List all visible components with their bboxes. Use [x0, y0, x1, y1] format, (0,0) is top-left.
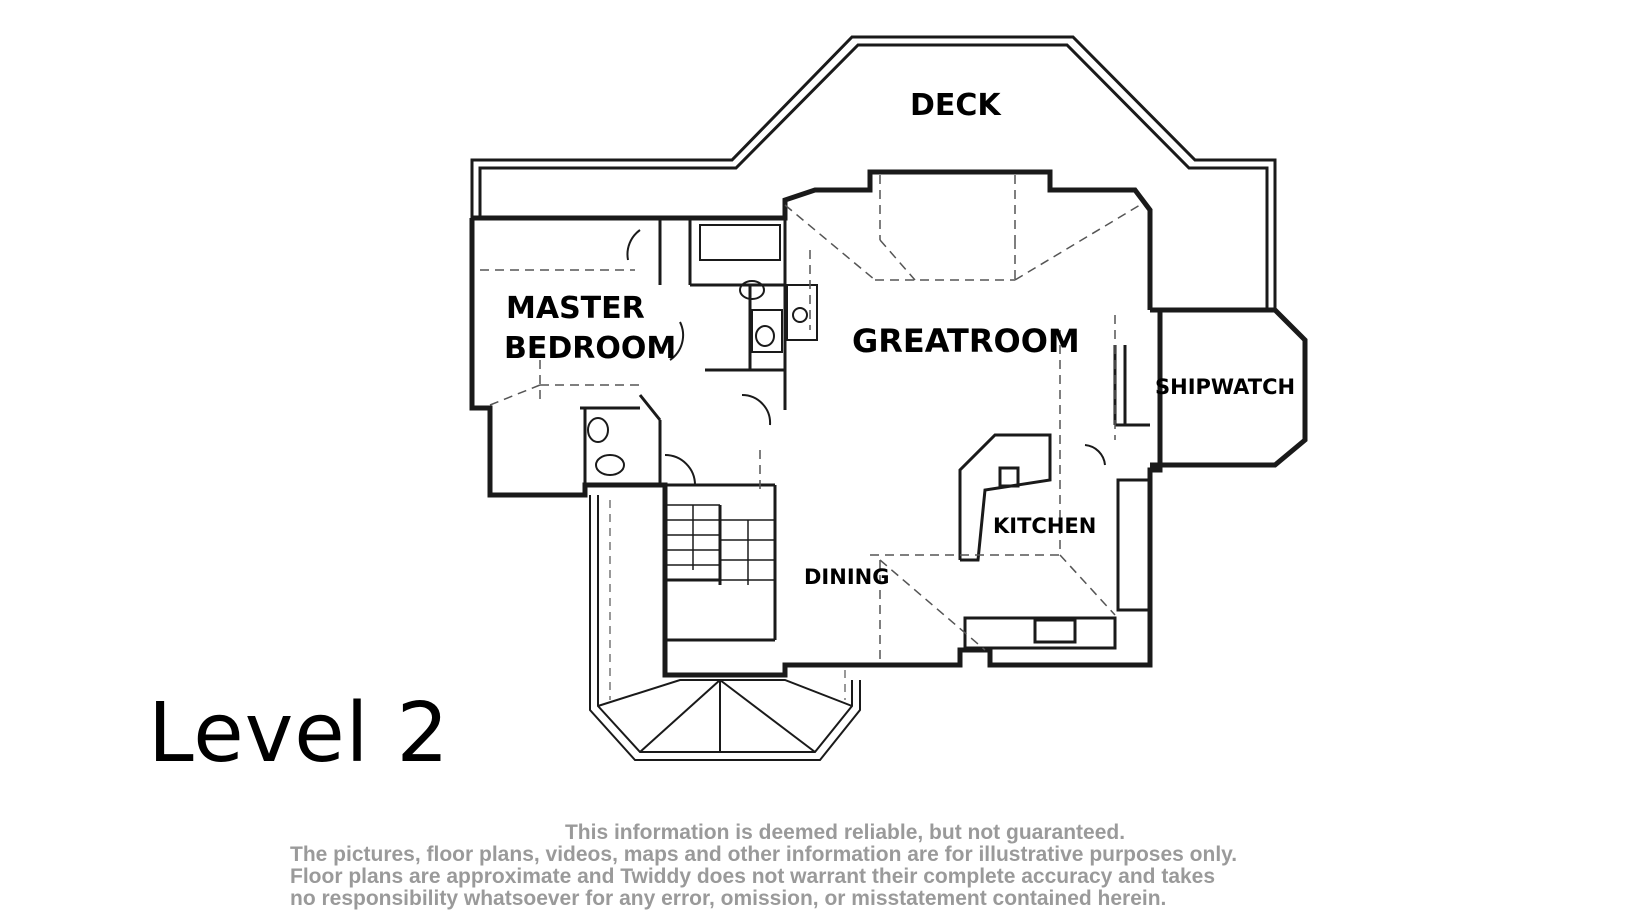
disclaimer-line-3: Floor plans are approximate and Twiddy d…: [290, 865, 1216, 888]
front-porch: [589, 495, 861, 761]
deck-outline: [470, 35, 1277, 310]
room-label-master-line1: MASTER: [506, 291, 645, 326]
bath-fixtures: [587, 224, 1106, 486]
room-label-deck: DECK: [910, 88, 1002, 123]
disclaimer-line-2: The pictures, floor plans, videos, maps …: [290, 843, 1238, 866]
room-label-greatroom: GREATROOM: [852, 322, 1080, 360]
room-label-master-line2: BEDROOM: [504, 331, 676, 366]
disclaimer-line-4: no responsibility whatsoever for any err…: [290, 887, 1167, 910]
room-label-kitchen: KITCHEN: [993, 514, 1096, 538]
disclaimer-line-1: This information is deemed reliable, but…: [564, 821, 1126, 844]
kitchen-island: [958, 433, 1152, 650]
exterior-walls: [469, 169, 1308, 678]
level-label: Level 2: [148, 686, 450, 781]
dashed-lines: [480, 175, 1141, 665]
staircase: [665, 504, 775, 585]
room-label-shipwatch: SHIPWATCH: [1155, 375, 1295, 399]
room-label-dining: DINING: [804, 565, 889, 589]
disclaimer: This information is deemed reliable, but…: [290, 822, 1430, 910]
porch-dashes: [609, 500, 846, 700]
